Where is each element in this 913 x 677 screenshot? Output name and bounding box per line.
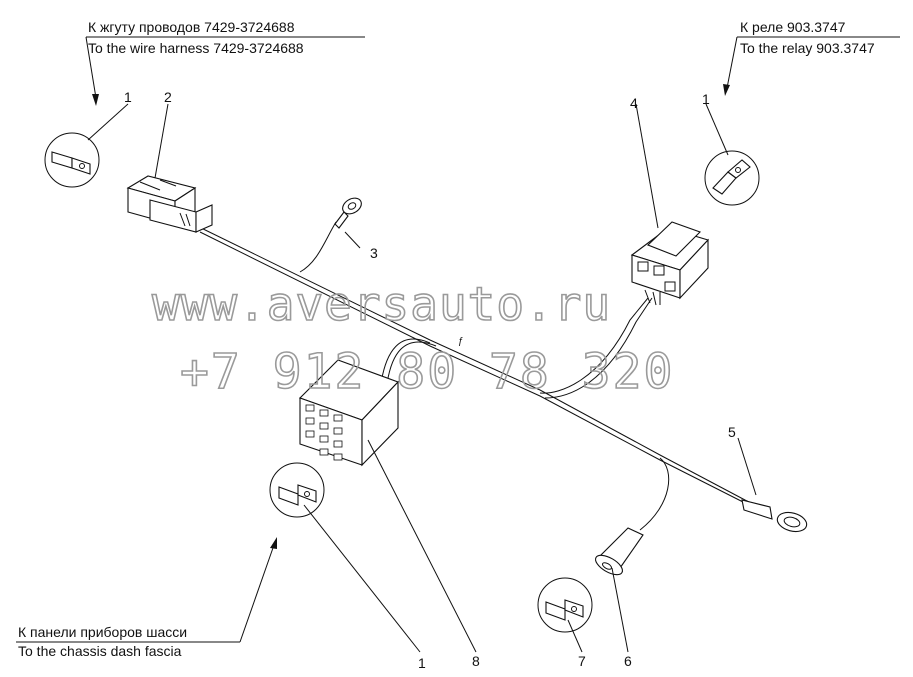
misc-mark: ƒ bbox=[458, 336, 464, 347]
leaders bbox=[87, 103, 757, 653]
detail-terminal-1-top-left bbox=[44, 132, 100, 188]
callout-harness: К жгуту проводов 7429-3724688 To the wir… bbox=[85, 19, 365, 106]
part-number-1-right: 1 bbox=[702, 91, 710, 107]
watermark: www.aversauto.ru +7 912 80 78 320 bbox=[151, 276, 674, 401]
callout-dash-arrow bbox=[239, 544, 275, 643]
detail-terminal-1-bottom bbox=[269, 462, 325, 518]
part-number-1-bottom: 1 bbox=[418, 655, 426, 671]
connector-4 bbox=[630, 221, 710, 306]
callout-dash-ru: К панели приборов шасси bbox=[18, 624, 187, 640]
part-number-7: 7 bbox=[578, 653, 586, 669]
part-number-2: 2 bbox=[164, 89, 172, 105]
detail-terminal-1-top-right bbox=[704, 150, 760, 206]
part-number-4: 4 bbox=[630, 95, 638, 111]
callout-relay-en: To the relay 903.3747 bbox=[740, 40, 875, 56]
watermark-phone: +7 912 80 78 320 bbox=[180, 344, 674, 400]
connector-2 bbox=[126, 175, 213, 233]
ring-terminal-3 bbox=[334, 197, 362, 229]
part-number-5: 5 bbox=[728, 424, 736, 440]
callout-harness-ru: К жгуту проводов 7429-3724688 bbox=[88, 19, 295, 35]
part-number-3: 3 bbox=[370, 245, 378, 261]
part-number-6: 6 bbox=[624, 653, 632, 669]
block-8 bbox=[298, 359, 399, 467]
part-number-8: 8 bbox=[472, 653, 480, 669]
part-number-1: 1 bbox=[124, 89, 132, 105]
detail-terminal-7 bbox=[537, 577, 593, 633]
wiring bbox=[194, 221, 771, 531]
callout-harness-arrow bbox=[85, 36, 97, 99]
part-numbers: 1 2 3 4 1 5 8 1 7 6 ƒ bbox=[124, 89, 736, 671]
connector-6 bbox=[594, 527, 644, 576]
watermark-site: www.aversauto.ru bbox=[152, 277, 611, 331]
callout-dash-en: To the chassis dash fascia bbox=[18, 643, 182, 659]
callout-dash: К панели приборов шасси To the chassis d… bbox=[16, 537, 277, 659]
callout-harness-en: To the wire harness 7429-3724688 bbox=[88, 40, 304, 56]
callout-relay-ru: К реле 903.3747 bbox=[740, 19, 846, 35]
ring-terminal-5 bbox=[741, 499, 808, 533]
callout-relay-arrow bbox=[726, 36, 738, 89]
callout-relay: К реле 903.3747 To the relay 903.3747 bbox=[723, 19, 900, 96]
